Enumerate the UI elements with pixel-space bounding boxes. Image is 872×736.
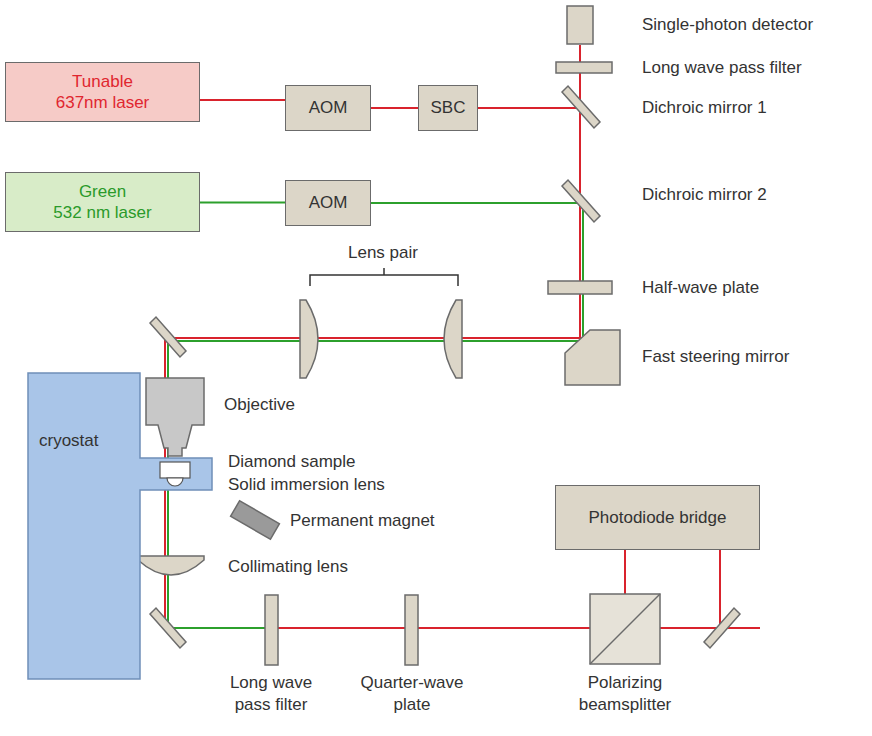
node-label: Photodiode bridge <box>588 507 726 528</box>
mirror <box>704 608 740 648</box>
part-label: Quarter-wave plate <box>357 672 467 716</box>
beam-connector <box>200 202 285 204</box>
part-label: Half-wave plate <box>642 277 759 299</box>
filter <box>265 595 278 665</box>
part-label: Dichroic mirror 2 <box>642 184 767 206</box>
aom-box: AOM <box>285 85 371 131</box>
half-wave-plate <box>548 281 612 294</box>
part-label: Single-photon detector <box>642 14 813 36</box>
lens <box>300 300 318 378</box>
mirror <box>150 608 186 648</box>
sbc-box: SBC <box>418 85 478 131</box>
node-label: AOM <box>309 97 348 118</box>
laser-box: Tunable 637nm laser <box>5 62 200 122</box>
part-label: Solid immersion lens <box>228 474 385 496</box>
part-label: Permanent magnet <box>290 510 435 532</box>
cryostat-outline <box>27 372 213 680</box>
objective <box>146 378 204 456</box>
mirror <box>150 317 186 357</box>
aom-box: AOM <box>285 180 371 226</box>
part-label: Objective <box>224 394 295 416</box>
laser-box: Green 532 nm laser <box>5 172 200 232</box>
part-label: Long wave pass filter <box>642 57 802 79</box>
collimating-lens <box>138 556 204 575</box>
dichroic-mirror <box>562 86 600 128</box>
part-label: Fast steering mirror <box>642 346 789 368</box>
beamsplitter <box>590 594 660 664</box>
filter <box>556 62 612 73</box>
node-label: SBC <box>431 97 466 118</box>
green-beam-path <box>168 203 583 628</box>
cryostat-body <box>28 373 212 679</box>
lens <box>444 300 462 378</box>
node-label: cryostat <box>39 430 99 451</box>
beam-connector <box>200 99 285 101</box>
solid-immersion-lens <box>167 478 183 486</box>
node-label: Green 532 nm laser <box>53 181 151 224</box>
node-label: AOM <box>309 192 348 213</box>
part-label: Polarizing beamsplitter <box>565 672 685 716</box>
part-label: Collimating lens <box>228 556 348 578</box>
quarter-wave-plate <box>405 595 418 665</box>
detector-box: Photodiode bridge <box>555 485 760 550</box>
part-label: Long wave pass filter <box>216 672 326 716</box>
part-label: Lens pair <box>348 242 418 264</box>
detector-body <box>567 6 593 44</box>
steering-mirror <box>565 330 620 385</box>
part-label: Diamond sample <box>228 451 356 473</box>
green-beam <box>370 202 583 204</box>
dichroic-mirror <box>562 180 600 222</box>
diamond-sample <box>160 462 190 478</box>
red-beam-up <box>719 550 721 628</box>
red-beam <box>478 107 580 109</box>
part-label: Dichroic mirror 1 <box>642 97 767 119</box>
beamsplitter-diagonal <box>590 594 660 664</box>
cryostat-shape: cryostat <box>27 372 213 680</box>
permanent-magnet <box>231 501 280 540</box>
red-beam-path <box>165 45 760 628</box>
beam-connector <box>371 107 418 109</box>
bracket <box>310 268 458 286</box>
node-label: Tunable 637nm laser <box>56 71 150 114</box>
